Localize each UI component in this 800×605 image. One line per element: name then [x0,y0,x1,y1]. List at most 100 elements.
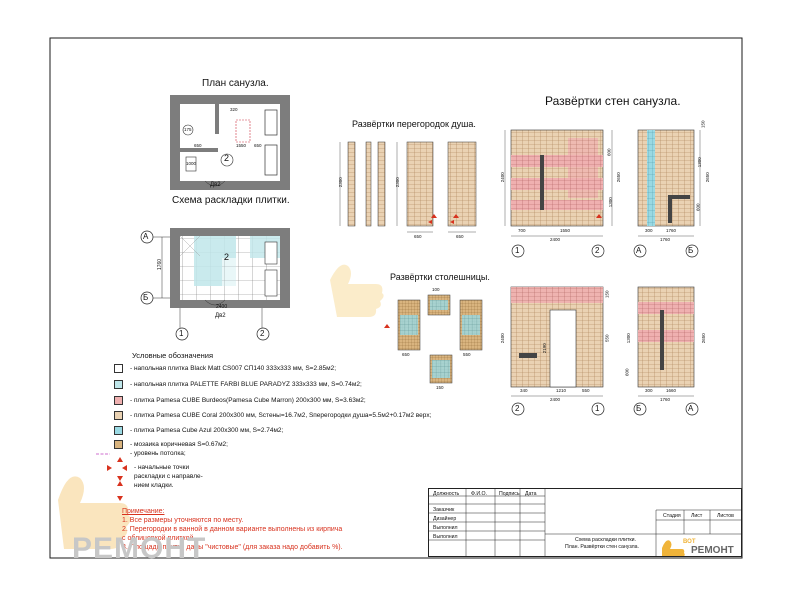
plan-dim: 320 [230,107,238,112]
plan-dim: 1000 [186,161,197,166]
wall3-dim: 550 [604,334,610,343]
wall4-dim: 300 [645,388,653,393]
plan-dim: 2400 [216,304,228,310]
legend-swatch [114,411,123,420]
plan-dim: 1550 [236,143,247,148]
axis-a-label: А [636,246,642,255]
wall1-dim: 1550 [560,228,571,233]
partition-dim: 2300 [394,177,400,188]
axis-bubble-2 [256,327,270,341]
wall-elevation-2 [637,129,701,237]
wall2-dim: 1760 [666,228,677,233]
wall2-dim: 1760 [660,237,671,242]
wall1-dim: 2400 [550,237,561,242]
wall4-dim: 1660 [666,388,677,393]
partition-dim: 650 [456,234,464,239]
wall1-dim: 1300 [607,197,613,208]
note-line: 2. Перегородки в ванной в данном вариант… [122,526,343,533]
wall1-dim: 2400 [499,172,505,183]
notes-title: Примечание: [122,508,165,515]
plan-dim: 650 [254,143,262,148]
plan-dim: 650 [194,143,202,148]
legend-ceiling: - уровень потолка; [130,450,186,457]
stamp-logo-icon [662,540,685,557]
stamp-right-header: Лист [691,513,703,519]
legend-swatch [114,396,123,405]
start-point-icon [107,457,127,501]
wall3-dim: 2190 [541,343,547,354]
axis-bubble-a-elev-b [685,402,699,416]
legend-start-points: нием кладки. [134,482,174,489]
sheet-frame [49,37,743,559]
wall2-dim: 300 [645,228,653,233]
wall3-dim: 1210 [556,388,567,393]
axis-bubble-2-elev-b [511,402,525,416]
door-label: Дв2 [210,182,221,188]
axis-bubble-b [140,291,154,305]
wall2-dim: 600 [695,203,701,212]
axis-a-label: А [143,232,149,241]
wall2-dim: 2650 [704,172,710,183]
wall2-dim: 150 [700,120,706,129]
stamp-logo-prefix: ВОТ [683,539,696,545]
stamp-role: Выполнил [433,534,458,540]
title-countertop: Развёртки столешницы. [390,272,490,282]
stamp-logo-main: РЕМОНТ [691,545,734,556]
wall3-dim: 2400 [550,397,561,402]
stamp-role: Заказчик [433,507,455,513]
axis-bubble-1-elev [511,244,525,258]
wall-elevation-3 [510,286,604,397]
stamp-description: Схема раскладки плитки. [575,537,637,543]
legend-swatch [114,380,123,389]
axis-1-label: 1 [595,404,600,413]
stamp-grid [428,488,742,557]
stamp-header: Подпись [499,491,520,497]
legend-swatch [114,440,123,449]
wall4-dim: 600 [624,368,630,377]
stamp-right-header: Листов [717,513,734,519]
title-plan: План санузла. [202,78,269,89]
legend-title: Условные обозначения [132,351,214,360]
wall4-dim: 1300 [625,333,631,344]
plan-dim: 1760 [157,258,164,271]
title-shower-partitions: Развёртки перегородок душа. [352,119,476,129]
axis-2-label: 2 [595,246,600,255]
stamp-header: Ф.И.О. [471,491,488,497]
stamp-description: План. Развёртки стен санузла. [565,544,639,550]
wall-elevation-1 [504,129,613,237]
wall3-dim: 550 [582,388,590,393]
note-line: 3. Площади плитки даны "чистовые" (для з… [122,544,343,551]
axis-2-label: 2 [515,404,520,413]
countertop-dim: 650 [402,352,410,357]
axis-bubble-1-elev-b [591,402,605,416]
legend-start-points: - начальные точки [134,464,190,471]
axis-1-label: 1 [179,329,184,338]
partition-dim: 2300 [337,177,343,188]
axis-bubble-b-elev [685,244,699,258]
stamp-role: Выполнил [433,525,458,531]
wall1-dim: 600 [606,148,612,157]
legend-swatch [114,364,123,373]
stamp-header: Дата [525,491,537,497]
countertop-dim: 150 [436,385,444,390]
watermark-brand: РЕМОНТ [72,532,207,565]
axis-b-label: Б [688,246,694,255]
axis-b-label: Б [143,293,149,302]
shower-partition-elevations [339,141,477,233]
notes-block: Примечание: 1. Все размеры уточняются по… [122,507,343,552]
axis-bubble-a [140,230,154,244]
room-number: 2 [224,153,230,163]
legend-start-points: раскладки с направле- [134,473,203,480]
wall4-dim: 1760 [660,397,671,402]
partition-dim: 650 [414,234,422,239]
legend-swatch [114,426,123,435]
wall4-dim: 2650 [700,333,706,344]
axis-bubble-b-elev-b [633,402,647,416]
wall-elevation-4 [637,286,695,397]
door-label-scheme: Дв2 [215,313,226,319]
title-tile-scheme: Схема раскладки плитки. [172,195,290,206]
wall3-dim: 340 [520,388,528,393]
countertop-dim: 550 [463,352,471,357]
axis-bubble-a-elev [633,244,647,258]
wall3-dim: 2400 [499,333,505,344]
